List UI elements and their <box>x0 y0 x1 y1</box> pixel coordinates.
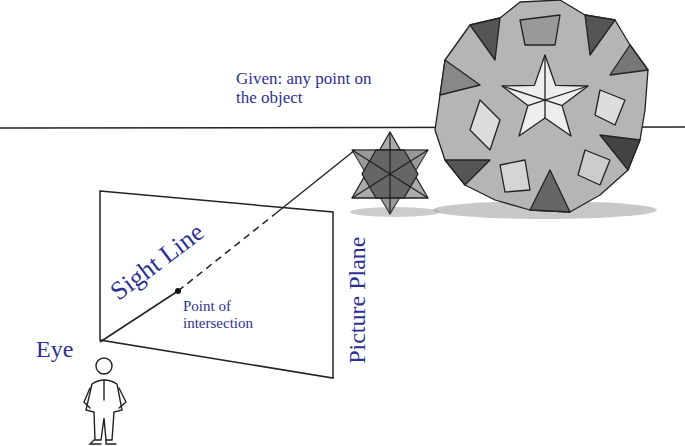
eye-label: Eye <box>36 336 73 362</box>
sight-line-label: Sight Line <box>106 218 210 306</box>
polyhedron <box>435 0 648 212</box>
ground-shadow <box>350 207 440 217</box>
intersection-label: Point of intersection <box>183 298 293 331</box>
picture-plane-label: Picture Plane <box>345 236 371 363</box>
given-note: Given: any point on the object <box>236 70 386 107</box>
sight-line <box>100 291 178 342</box>
polyhedron <box>352 132 428 214</box>
intersection-point <box>175 288 181 294</box>
sight-line <box>275 150 355 214</box>
picture-plane <box>100 191 333 378</box>
person <box>84 358 126 444</box>
